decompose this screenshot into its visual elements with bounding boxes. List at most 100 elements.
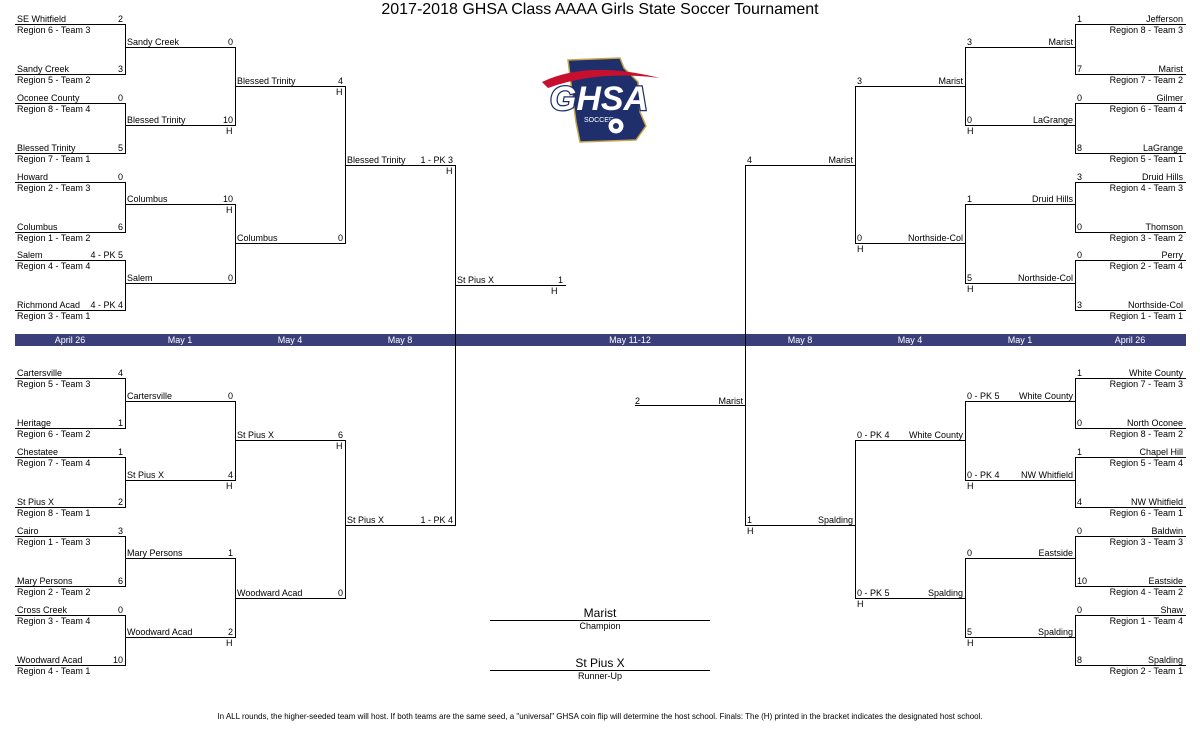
bracket-line	[455, 165, 456, 526]
bracket-line	[15, 24, 126, 25]
score: 1	[967, 194, 973, 204]
seed-label: Region 5 - Team 2	[17, 75, 91, 85]
runner-up-block: St Pius X Runner-Up	[490, 656, 710, 681]
bracket-line	[15, 536, 126, 537]
host-marker: H	[551, 286, 558, 296]
round-date: May 8	[387, 335, 413, 345]
seed-label: Region 1 - Team 1	[1109, 311, 1183, 321]
seed-label: Region 2 - Team 2	[17, 587, 91, 597]
score: 4	[747, 155, 753, 165]
score: 0 - PK 4	[857, 430, 890, 440]
team-name: Northside-Col	[907, 233, 963, 243]
score: 3	[967, 37, 973, 47]
bracket-line	[855, 243, 966, 244]
footer-note: In ALL rounds, the higher-seeded team wi…	[217, 712, 983, 721]
team-name: Columbus	[127, 194, 168, 204]
team-name: LaGrange	[1142, 143, 1183, 153]
team-name: Sandy Creek	[127, 37, 180, 47]
seed-label: Region 4 - Team 4	[17, 261, 91, 271]
bracket-line	[1075, 24, 1076, 75]
team-name: Spalding	[1147, 655, 1183, 665]
team-name: LaGrange	[1032, 115, 1073, 125]
bracket-line	[1075, 507, 1186, 508]
bracket-line	[1075, 378, 1186, 379]
bracket-line	[635, 405, 746, 406]
bracket-line	[125, 401, 236, 402]
round-date: May 4	[277, 335, 303, 345]
bracket-line	[15, 182, 126, 183]
score: 4 - PK 5	[90, 250, 123, 260]
champion-label: Champion	[490, 620, 710, 631]
score: 1	[117, 447, 123, 457]
host-marker: H	[857, 244, 864, 254]
seed-label: Region 5 - Team 1	[1109, 154, 1183, 164]
seed-label: Region 2 - Team 4	[1109, 261, 1183, 271]
bracket-line	[125, 125, 236, 126]
bracket-line	[855, 598, 966, 599]
bracket-line	[1075, 428, 1186, 429]
seed-label: Region 6 - Team 2	[17, 429, 91, 439]
team-name: Marist	[1158, 64, 1184, 74]
team-name: Oconee County	[17, 93, 80, 103]
team-name: Chapel Hill	[1139, 447, 1183, 457]
score: 4	[117, 368, 123, 378]
bracket-line	[125, 24, 126, 75]
team-name: Marist	[828, 155, 854, 165]
bracket-line	[235, 86, 346, 87]
bracket-line	[855, 440, 966, 441]
score: 3	[117, 64, 123, 74]
team-name: Columbus	[237, 233, 278, 243]
score: 8	[1077, 655, 1083, 665]
team-name: Cross Creek	[17, 605, 68, 615]
seed-label: Region 8 - Team 4	[17, 104, 91, 114]
bracket-line	[15, 457, 126, 458]
round-date: May 1	[1007, 335, 1033, 345]
score: 0	[857, 233, 863, 243]
score: 10	[222, 194, 233, 204]
team-name: NW Whitfield	[1130, 497, 1183, 507]
team-name: Druid Hills	[1031, 194, 1073, 204]
bracket-line	[125, 204, 236, 205]
team-name: Woodward Acad	[237, 588, 303, 598]
bracket-line	[965, 558, 1076, 559]
score: 1	[747, 515, 753, 525]
seed-label: Region 4 - Team 1	[17, 666, 91, 676]
score: 5	[967, 273, 973, 283]
team-name: Woodward Acad	[17, 655, 83, 665]
bracket-line	[1075, 103, 1076, 154]
bracket-line	[235, 440, 346, 441]
score: 3	[1077, 300, 1083, 310]
score: 0	[227, 273, 233, 283]
bracket-line	[1075, 74, 1186, 75]
score: 6	[117, 222, 123, 232]
svg-text:GHSA: GHSA	[550, 80, 648, 118]
team-name: Salem	[127, 273, 153, 283]
bracket-line	[965, 283, 1076, 284]
seed-label: Region 2 - Team 3	[17, 183, 91, 193]
score: 2	[635, 396, 641, 406]
round-date: May 8	[787, 335, 813, 345]
team-name: Blessed Trinity	[127, 115, 186, 125]
score: 1	[117, 418, 123, 428]
host-marker: H	[336, 87, 343, 97]
host-marker: H	[967, 126, 974, 136]
score: 2	[227, 627, 233, 637]
bracket-line	[125, 103, 126, 154]
team-name: Druid Hills	[1141, 172, 1183, 182]
seed-label: Region 6 - Team 3	[17, 25, 91, 35]
georgia-state-shape	[567, 57, 647, 143]
bracket-line	[965, 204, 1076, 205]
team-name: St Pius X	[127, 470, 165, 480]
host-marker: H	[226, 481, 233, 491]
bracket-line	[125, 558, 236, 559]
bracket-line	[15, 310, 126, 311]
bracket-line	[125, 457, 126, 508]
score: 2	[117, 497, 123, 507]
bracket-line	[1075, 260, 1076, 311]
score: 6	[337, 430, 343, 440]
bracket-line	[15, 507, 126, 508]
bracket-line	[1075, 536, 1076, 587]
team-name: Woodward Acad	[127, 627, 193, 637]
seed-label: Region 8 - Team 2	[1109, 429, 1183, 439]
seed-label: Region 2 - Team 1	[1109, 666, 1183, 676]
